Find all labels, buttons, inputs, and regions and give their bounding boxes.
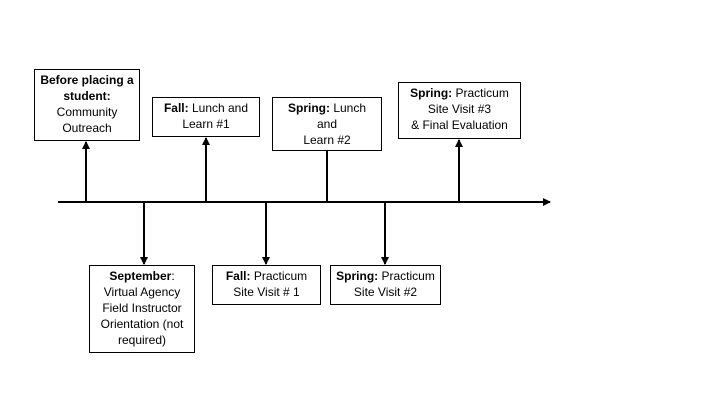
event-line: Site Visit # 1 (217, 284, 316, 300)
event-label-bold: student: (63, 89, 111, 103)
event-label-bold: Spring: (336, 269, 379, 283)
event-line: required) (94, 332, 190, 348)
event-label-text: Practicum (378, 269, 435, 283)
event-line: Field Instructor (94, 300, 190, 316)
event-label-bold: Fall: (225, 269, 251, 283)
event-label-bold: Spring: (410, 86, 453, 100)
event-label-text: Virtual Agency (103, 285, 181, 299)
event-label-text: Site Visit #3 (427, 102, 492, 116)
event-line: Spring: Practicum (403, 85, 516, 101)
event-label-text: Site Visit # 1 (233, 285, 300, 299)
event-line: Spring: Practicum (335, 268, 436, 284)
event-line: Spring: Lunch and (277, 100, 377, 132)
event-label-text: Practicum (452, 86, 509, 100)
event-line: Orientation (not (94, 316, 190, 332)
event-label-text: Learn #1 (182, 117, 230, 131)
event-label-bold: Spring: (287, 101, 330, 115)
event-label-bold: September (109, 269, 172, 283)
event-label-text: Lunch and (188, 101, 249, 115)
event-line: student: (39, 88, 135, 104)
event-label-text: Community (56, 105, 118, 119)
event-label-text: Lunch and (316, 101, 367, 131)
event-line: Virtual Agency (94, 284, 190, 300)
event-label-text: Field Instructor (102, 301, 182, 315)
event-label-text: required) (117, 333, 167, 347)
event-line: September: (94, 268, 190, 284)
event-line: Fall: Practicum (217, 268, 316, 284)
event-label-text: & Final Evaluation (411, 118, 508, 132)
event-label-text: Learn #2 (303, 133, 351, 147)
event-label-bold: Before placing a (40, 73, 134, 87)
event-line: Outreach (39, 120, 135, 136)
event-line: & Final Evaluation (403, 117, 516, 133)
event-line: Site Visit #2 (335, 284, 436, 300)
event-line: Learn #2 (277, 132, 377, 148)
event-label-text: Orientation (not (100, 317, 184, 331)
event-label-text: Site Visit #2 (353, 285, 418, 299)
event-label-text: Outreach (62, 121, 112, 135)
event-label-bold: Fall: (163, 101, 189, 115)
event-label-text: Practicum (250, 269, 308, 283)
event-line: Before placing a (39, 72, 135, 88)
event-line: Fall: Lunch and (157, 100, 255, 116)
event-line: Community (39, 104, 135, 120)
event-line: Learn #1 (157, 116, 255, 132)
event-line: Site Visit #3 (403, 101, 516, 117)
event-label-text: : (171, 269, 175, 283)
